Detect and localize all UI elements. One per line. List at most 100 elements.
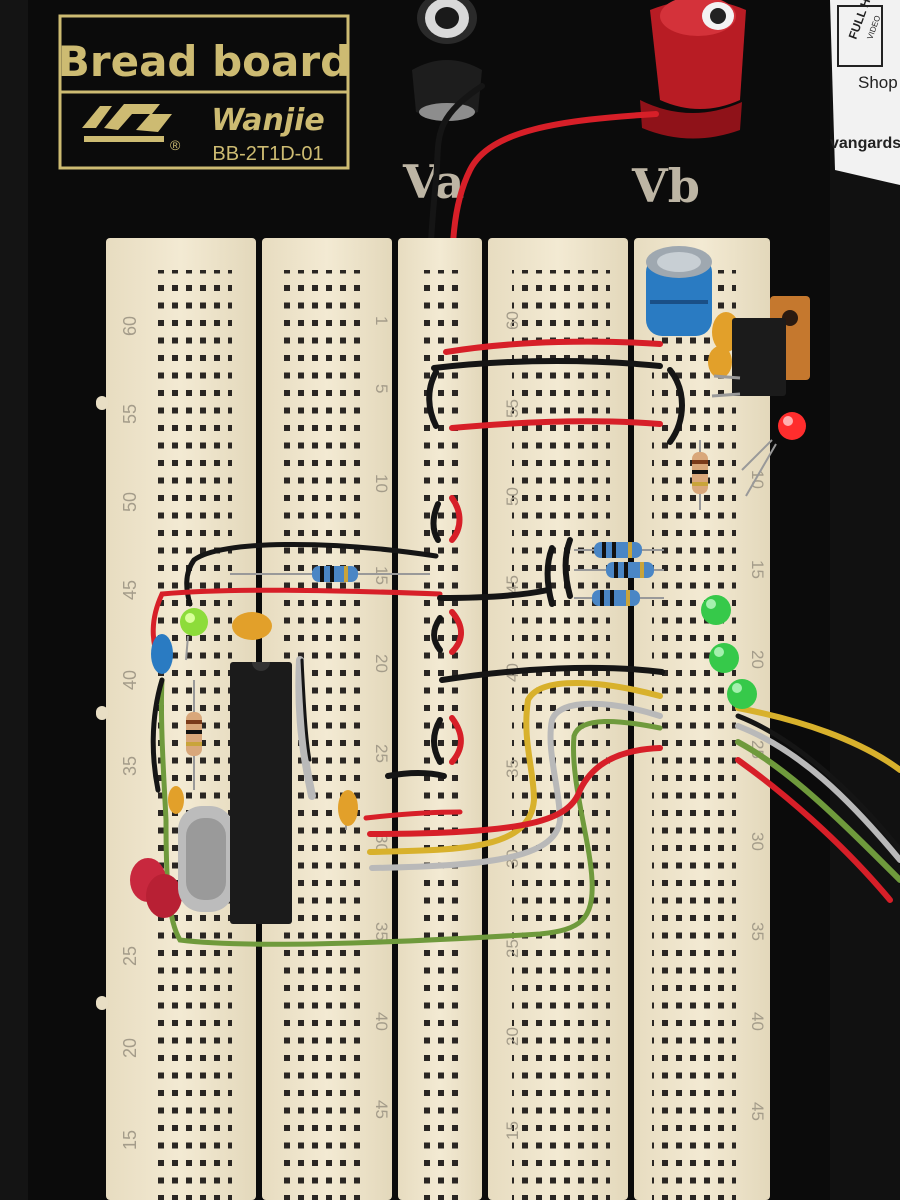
row-number: 35 bbox=[372, 922, 391, 941]
registered-mark: ® bbox=[170, 137, 181, 153]
resistor bbox=[574, 542, 664, 558]
row-number: 40 bbox=[120, 670, 140, 690]
ceramic-capacitor[interactable] bbox=[338, 790, 358, 830]
wire-black bbox=[562, 537, 573, 599]
output-led-green[interactable] bbox=[727, 679, 757, 709]
wire-red bbox=[449, 715, 464, 765]
sticker: FULL HD VIDEO Shop vangards bbox=[830, 0, 900, 185]
wire-red bbox=[449, 609, 464, 655]
wire-black bbox=[431, 358, 663, 371]
wire-red bbox=[150, 587, 443, 663]
base-panel-edge-right bbox=[830, 0, 900, 1200]
row-number: 30 bbox=[372, 834, 391, 853]
wire-black bbox=[431, 717, 443, 765]
row-number: 25 bbox=[372, 744, 391, 763]
wire-black bbox=[150, 677, 165, 793]
wire-black bbox=[300, 658, 312, 762]
row-number: 45 bbox=[120, 580, 140, 600]
row-number: 15 bbox=[120, 1130, 140, 1150]
row-number: 25 bbox=[503, 939, 522, 958]
electrolytic-capacitor[interactable] bbox=[646, 246, 712, 336]
wire-black bbox=[544, 545, 555, 607]
wire-yellow bbox=[367, 680, 663, 855]
resistors bbox=[186, 440, 708, 790]
row-numbers-right-board: 60 55 50 45 40 35 30 25 20 15 5 10 15 20… bbox=[503, 311, 767, 1140]
row-number: 60 bbox=[120, 316, 140, 336]
row-number: 45 bbox=[748, 1102, 767, 1121]
wire-black-loop bbox=[426, 369, 439, 429]
microcontroller-chip[interactable] bbox=[230, 662, 292, 924]
brand-title: Bread board bbox=[58, 37, 350, 86]
resistor bbox=[574, 590, 664, 606]
yj-logo-icon bbox=[82, 104, 172, 142]
leds bbox=[180, 412, 806, 709]
wire-black bbox=[184, 542, 439, 607]
wire-gray bbox=[369, 700, 663, 871]
row-number: 5 bbox=[372, 384, 391, 393]
row-number: 20 bbox=[748, 650, 767, 669]
brand-logo: Bread board ® Wanjie BB-2T1D-01 bbox=[58, 14, 350, 170]
row-number: 15 bbox=[503, 1121, 522, 1140]
wire-red bbox=[443, 338, 663, 355]
wire-black-loop bbox=[667, 367, 685, 445]
wire-green bbox=[158, 677, 663, 947]
sticker-text-brand: vangards bbox=[830, 135, 900, 152]
row-number: 35 bbox=[120, 756, 140, 776]
sticker-text-shop: Shop bbox=[858, 73, 898, 92]
status-led-green[interactable] bbox=[180, 608, 208, 661]
binding-post-va[interactable] bbox=[412, 0, 482, 121]
resistor bbox=[186, 680, 202, 790]
ceramic-capacitor[interactable] bbox=[168, 786, 184, 814]
blue-ceramic-capacitor[interactable] bbox=[151, 634, 173, 674]
row-number: 25 bbox=[120, 946, 140, 966]
output-led-green[interactable] bbox=[709, 643, 739, 673]
row-number: 10 bbox=[372, 474, 391, 493]
row-number: 35 bbox=[503, 759, 522, 778]
row-number: 35 bbox=[748, 922, 767, 941]
row-number: 60 bbox=[503, 311, 522, 330]
row-number: 1 bbox=[372, 316, 391, 325]
binding-post-vb[interactable] bbox=[640, 0, 746, 139]
row-numbers-left: 60 55 50 45 40 35 25 20 15 bbox=[120, 316, 140, 1150]
row-number: 50 bbox=[503, 487, 522, 506]
row-number: 20 bbox=[120, 1038, 140, 1058]
row-number: 40 bbox=[748, 1012, 767, 1031]
row-numbers-middle: 1 5 10 15 20 25 30 35 40 45 bbox=[372, 316, 391, 1119]
voltage-regulator[interactable] bbox=[711, 296, 810, 398]
row-number: 45 bbox=[372, 1100, 391, 1119]
wire-red bbox=[367, 745, 663, 837]
row-number: 45 bbox=[503, 575, 522, 594]
resistor bbox=[574, 562, 664, 578]
row-number: 20 bbox=[503, 1027, 522, 1046]
maker-name: Wanjie bbox=[211, 103, 325, 138]
row-number: 50 bbox=[120, 492, 140, 512]
wire-black bbox=[437, 587, 551, 601]
row-number: 55 bbox=[120, 404, 140, 424]
base-panel-edge bbox=[0, 0, 28, 1200]
breadboard bbox=[96, 238, 770, 1200]
row-number: 15 bbox=[372, 566, 391, 585]
row-number: 20 bbox=[372, 654, 391, 673]
row-number: 15 bbox=[748, 560, 767, 579]
model-number: BB-2T1D-01 bbox=[212, 143, 323, 165]
row-number: 30 bbox=[748, 832, 767, 851]
output-led-green[interactable] bbox=[701, 595, 731, 625]
capacitors bbox=[130, 246, 740, 918]
terminal-label-vb: Vb bbox=[631, 159, 700, 213]
wire-black bbox=[439, 664, 665, 683]
wire-gray bbox=[295, 656, 316, 800]
wire-black bbox=[385, 770, 447, 779]
jumper-wires bbox=[150, 338, 685, 947]
row-number: 40 bbox=[372, 1012, 391, 1031]
resistor bbox=[230, 566, 430, 582]
wire-black bbox=[430, 501, 441, 543]
power-led-red[interactable] bbox=[741, 412, 806, 497]
wire-red bbox=[449, 418, 663, 431]
ceramic-capacitor[interactable] bbox=[232, 612, 272, 640]
crystal-oscillator[interactable] bbox=[178, 806, 234, 912]
resistor bbox=[692, 440, 708, 510]
output-wires bbox=[735, 705, 900, 903]
wire-red bbox=[363, 809, 463, 821]
red-disc-capacitor[interactable] bbox=[130, 858, 182, 918]
